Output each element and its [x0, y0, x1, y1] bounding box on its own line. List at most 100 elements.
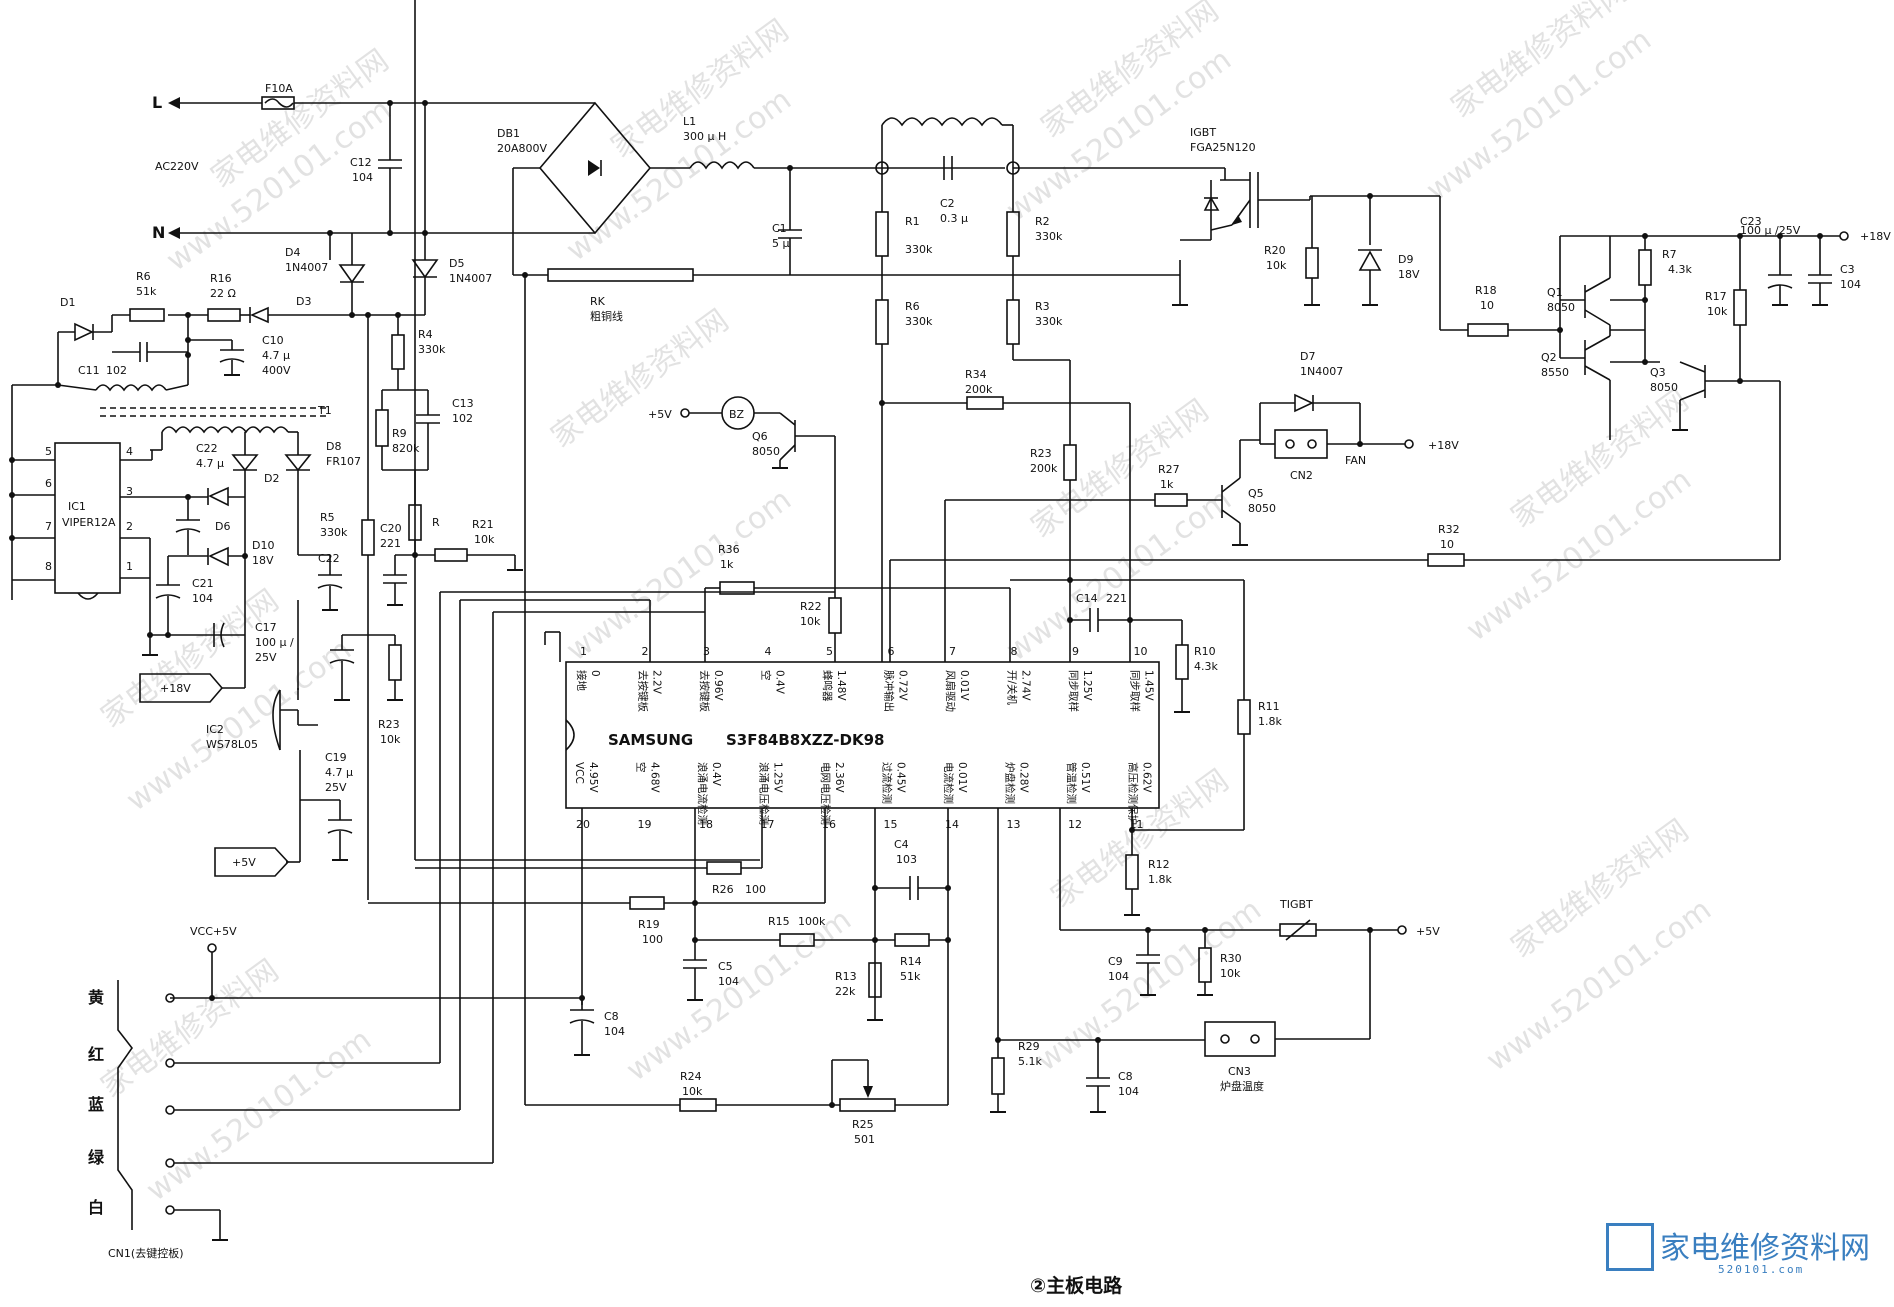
site-logo: 家电维修资料网 520101.com: [1606, 1219, 1876, 1279]
svg-text:R18: R18: [1475, 284, 1497, 297]
svg-text:5: 5: [45, 445, 52, 458]
svg-text:820k: 820k: [392, 442, 420, 455]
svg-text:R32: R32: [1438, 523, 1460, 536]
svg-text:C17: C17: [255, 621, 277, 634]
logo-url: 520101.com: [1718, 1263, 1805, 1276]
svg-text:10k: 10k: [1707, 305, 1728, 318]
mcu-pin-name: 去按键板: [637, 670, 650, 712]
mcu-pin-voltage: 0.96V: [712, 670, 724, 701]
svg-text:IGBT: IGBT: [1190, 126, 1216, 139]
svg-text:Q1: Q1: [1547, 286, 1563, 299]
svg-text:C22: C22: [196, 442, 218, 455]
svg-text:白: 白: [88, 1198, 104, 1217]
bridge-rectifier: DB1 20A800V L1 300 μ H C1 5 μ C2 0.3 μ R…: [497, 101, 1225, 1105]
svg-text:D4: D4: [285, 246, 300, 259]
svg-text:R: R: [432, 516, 440, 529]
svg-text:WS78L05: WS78L05: [206, 738, 258, 751]
mcu-pin-voltage: 0.51V: [1079, 762, 1091, 793]
svg-text:D9: D9: [1398, 253, 1413, 266]
svg-text:R34: R34: [965, 368, 987, 381]
mcu-pin-number: 8: [1011, 645, 1018, 658]
svg-text:R19: R19: [638, 918, 660, 931]
svg-text:R15: R15: [768, 915, 790, 928]
svg-text:T1: T1: [317, 404, 332, 417]
svg-text:+5V: +5V: [648, 408, 672, 421]
logo-text: 家电维修资料网: [1660, 1231, 1870, 1266]
svg-text:R20: R20: [1264, 244, 1286, 257]
svg-text:IC2: IC2: [206, 723, 224, 736]
mcu-pin-number: 12: [1068, 818, 1082, 831]
svg-text:Q6: Q6: [752, 430, 768, 443]
svg-text:C1: C1: [772, 222, 787, 235]
svg-text:黄: 黄: [88, 988, 104, 1007]
svg-text:200k: 200k: [965, 383, 993, 396]
svg-text:R10: R10: [1194, 645, 1216, 658]
svg-text:102: 102: [106, 364, 127, 377]
svg-text:FAN: FAN: [1345, 454, 1366, 467]
cn1-connector: VCC+5V 黄 红 蓝 绿 白 CN1(去键控板): [88, 591, 835, 1260]
mcu-pin-name: 管温检测: [1065, 762, 1078, 804]
svg-text:C8: C8: [1118, 1070, 1133, 1083]
svg-text:C5: C5: [718, 960, 733, 973]
svg-text:100: 100: [745, 883, 766, 896]
svg-text:绿: 绿: [88, 1148, 105, 1167]
ac-label: AC220V: [155, 160, 199, 173]
svg-text:104: 104: [604, 1025, 625, 1038]
svg-text:5 μ: 5 μ: [772, 237, 790, 250]
mcu-pin-name: 风扇驱动: [944, 670, 957, 712]
svg-text:TIGBT: TIGBT: [1279, 898, 1313, 911]
svg-text:1.8k: 1.8k: [1258, 715, 1282, 728]
mcu-pin-voltage: 2.74V: [1020, 670, 1032, 701]
igbt-driver: IGBT FGA25N120 R20 10k D9 18V R: [1180, 126, 1891, 560]
svg-text:R16: R16: [210, 272, 232, 285]
analog-sense: R26 100 R19 100 R15 100k R14 51k C4 103 …: [368, 808, 1440, 1146]
mcu-pin-voltage: 1.48V: [835, 670, 847, 701]
mcu-pin-name: 浪涌电压检测: [758, 762, 771, 825]
svg-text:400V: 400V: [262, 364, 291, 377]
svg-text:R6: R6: [136, 270, 151, 283]
svg-text:R6: R6: [905, 300, 920, 313]
svg-text:C2: C2: [940, 197, 955, 210]
line-label: L: [152, 93, 162, 112]
svg-text:R11: R11: [1258, 700, 1280, 713]
svg-text:10k: 10k: [682, 1085, 703, 1098]
svg-text:10k: 10k: [1220, 967, 1241, 980]
svg-text:18V: 18V: [252, 554, 274, 567]
mcu-pin-number: 10: [1134, 645, 1148, 658]
mcu-pin-name: 空: [635, 762, 648, 773]
svg-text:4.7 μ: 4.7 μ: [325, 766, 353, 779]
mcu-pin-voltage: 4.95V: [587, 762, 599, 793]
svg-text:100 μ /: 100 μ /: [255, 636, 294, 649]
mcu-pin-number: 15: [884, 818, 898, 831]
svg-text:221: 221: [380, 537, 401, 550]
mcu-pin-number: 14: [945, 818, 959, 831]
mcu-pin-name: 同步取样: [1129, 670, 1142, 712]
svg-text:CN1(去键控板): CN1(去键控板): [108, 1246, 184, 1260]
svg-text:R12: R12: [1148, 858, 1170, 871]
svg-text:103: 103: [896, 853, 917, 866]
mcu-pin-voltage: 0.01V: [958, 670, 970, 701]
mcu-pin-voltage: 0.45V: [895, 762, 907, 793]
svg-text:1.8k: 1.8k: [1148, 873, 1172, 886]
svg-text:R36: R36: [718, 543, 740, 556]
svg-text:4.3k: 4.3k: [1194, 660, 1218, 673]
mcu-pin-name: 接地: [575, 670, 588, 691]
svg-text:Q5: Q5: [1248, 487, 1264, 500]
svg-text:C12: C12: [350, 156, 372, 169]
mcu-pin-name: 电网电压检测: [819, 762, 832, 825]
svg-text:100k: 100k: [798, 915, 826, 928]
svg-text:D5: D5: [449, 257, 464, 270]
svg-text:C21: C21: [192, 577, 214, 590]
mcu-pin-name: 空: [760, 670, 773, 681]
svg-text:FR107: FR107: [326, 455, 361, 468]
svg-text:104: 104: [1108, 970, 1129, 983]
svg-text:330k: 330k: [905, 243, 933, 256]
mcu-pin-number: 13: [1007, 818, 1021, 831]
svg-text:1N4007: 1N4007: [285, 261, 328, 274]
mcu-pin-voltage: 0: [589, 670, 601, 677]
svg-text:104: 104: [1118, 1085, 1139, 1098]
svg-text:R23: R23: [1030, 447, 1052, 460]
svg-text:221: 221: [1106, 592, 1127, 605]
svg-text:R29: R29: [1018, 1040, 1040, 1053]
svg-text:R24: R24: [680, 1070, 702, 1083]
